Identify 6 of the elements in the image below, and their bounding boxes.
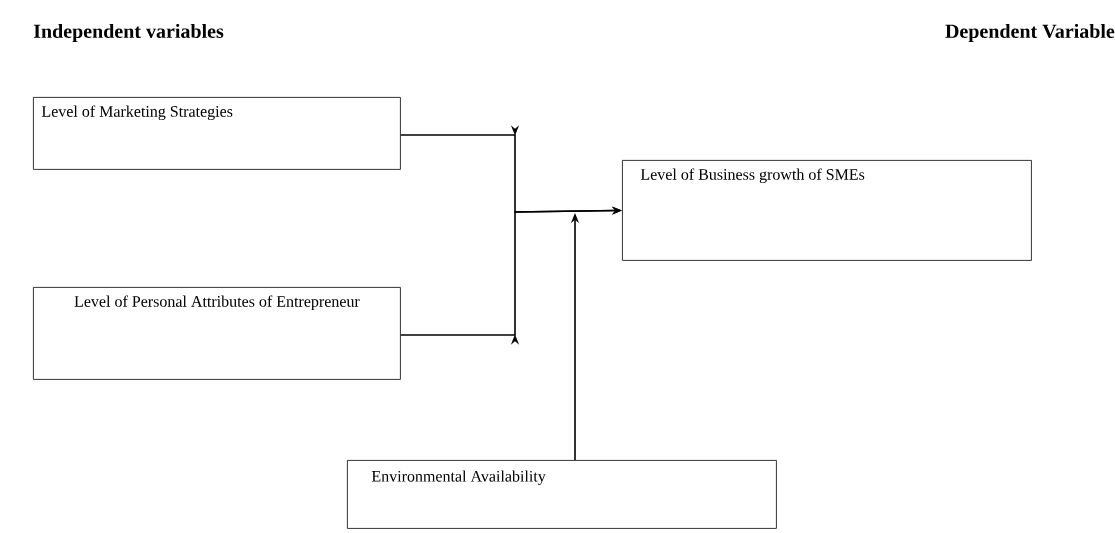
variable-box: Level of Business growth of SMEs xyxy=(622,160,1032,261)
variable-box: Level of Personal Attributes of Entrepreneur xyxy=(33,287,401,380)
heading: Dependent Variable xyxy=(945,23,1115,43)
variable-box: Environmental Availability xyxy=(347,460,777,529)
heading: Independent variables xyxy=(33,23,224,43)
variable-box: Level of Marketing Strategies xyxy=(33,97,401,170)
